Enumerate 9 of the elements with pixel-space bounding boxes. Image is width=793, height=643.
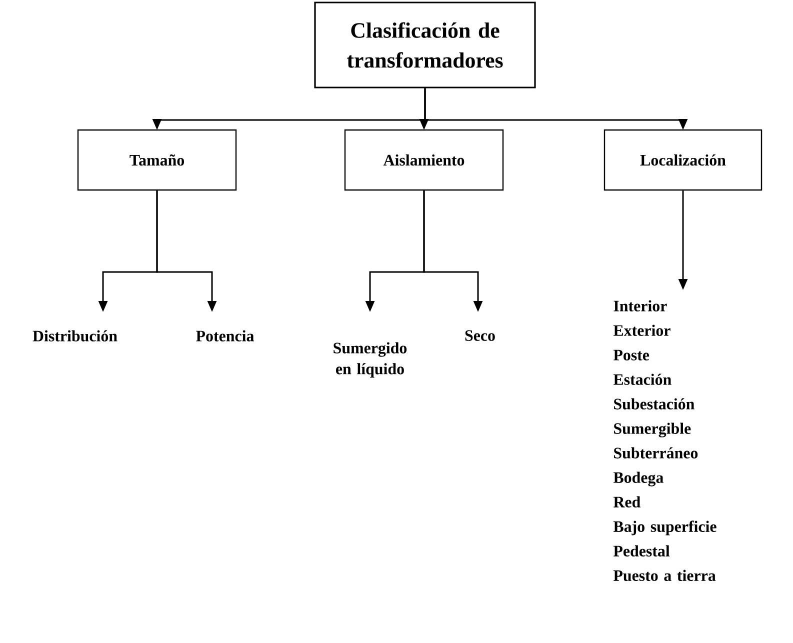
type-label: Seco: [465, 330, 495, 341]
type-label: Sumergido en líquido: [334, 342, 407, 378]
type-label: Potencia: [196, 330, 254, 342]
category-box: Localización: [604, 129, 762, 191]
location-list: Interior Exterior Poste Estación Subestación Sumergible Subterráneo Bodega Red Bajo superficie Pedestal Puesto a tierra: [613, 300, 716, 582]
title-box: Clasificación de transformadores: [314, 2, 536, 88]
type-label: Distribución: [32, 330, 118, 342]
category-box: Tamaño: [77, 129, 237, 191]
category-box: Aislamiento: [344, 129, 504, 191]
